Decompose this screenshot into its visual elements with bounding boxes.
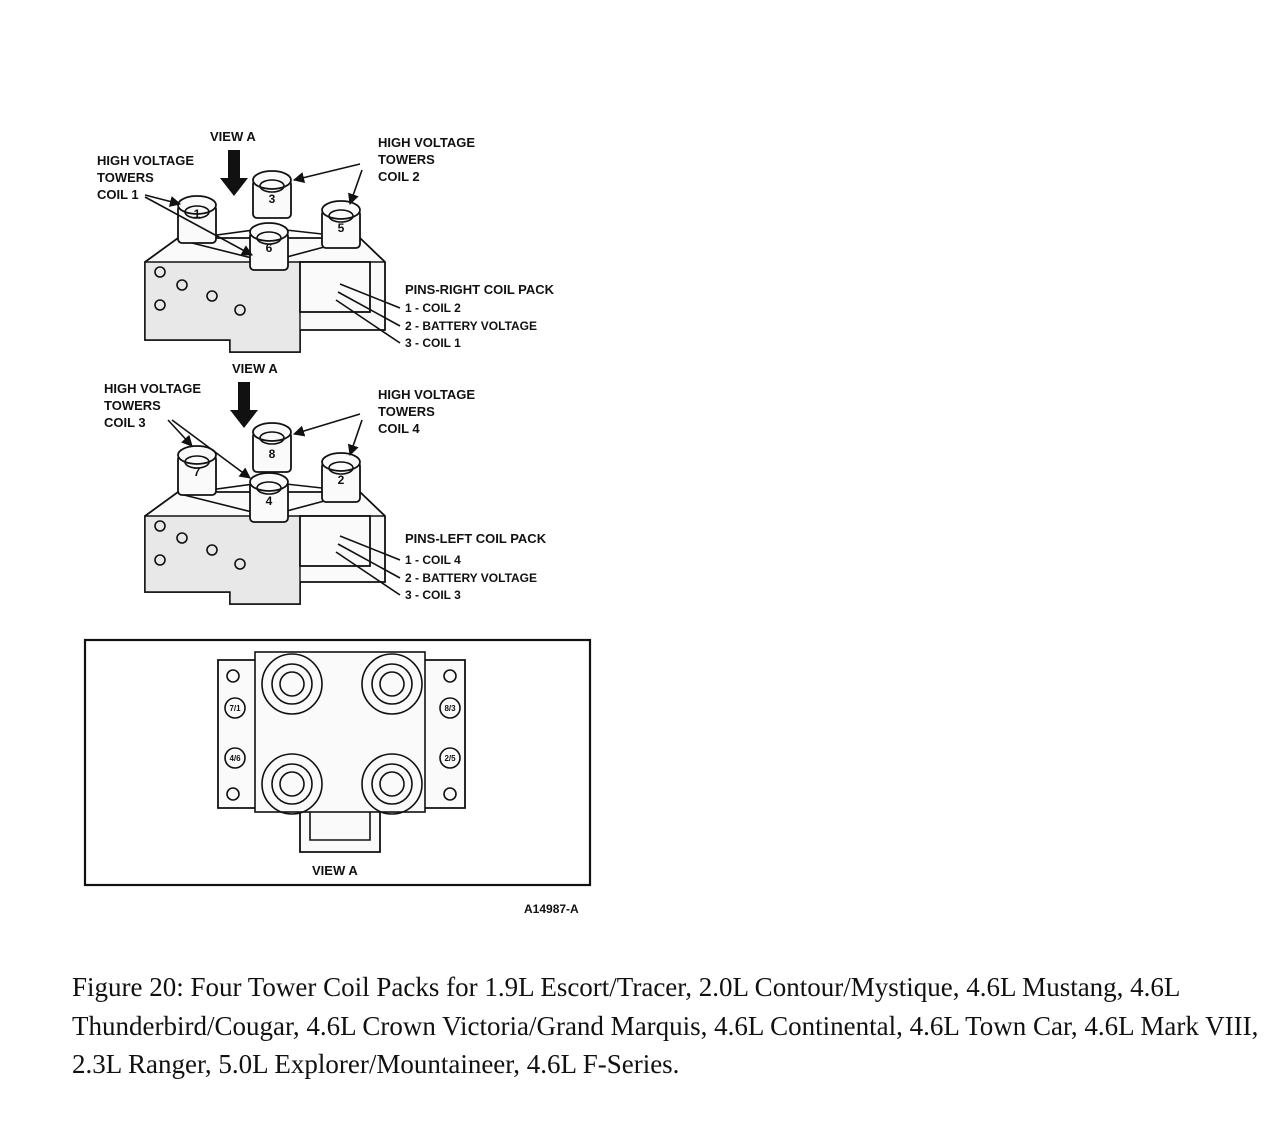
svg-text:3 - COIL 3: 3 - COIL 3 [405,588,461,602]
tower-4: 4 [249,472,289,523]
bottom-connector [299,515,371,567]
svg-text:HIGH VOLTAGE: HIGH VOLTAGE [378,387,475,402]
view-a-frame [83,638,592,887]
svg-text:4/6: 4/6 [229,754,241,763]
svg-text:HIGH VOLTAGE: HIGH VOLTAGE [378,135,475,150]
svg-text:COIL 3: COIL 3 [104,415,146,430]
svg-text:1 - COIL 4: 1 - COIL 4 [405,553,461,567]
tower-3: 3 [252,170,292,219]
figure-caption: Figure 20: Four Tower Coil Packs for 1.9… [72,972,1259,1079]
svg-text:8/3: 8/3 [444,704,456,713]
svg-text:TOWERS: TOWERS [97,170,154,185]
svg-text:TOWERS: TOWERS [378,152,435,167]
svg-text:7/1: 7/1 [229,704,241,713]
left-coil-pack-illustration: VIEW A HIGH VOLTAGE TOWERS COIL 3 HIGH V… [104,361,547,605]
svg-text:5: 5 [338,221,345,235]
svg-text:1 - COIL 2: 1 - COIL 2 [405,301,461,315]
svg-text:TOWERS: TOWERS [378,404,435,419]
svg-text:4: 4 [266,494,273,508]
bottom-pins-title: PINS-LEFT COIL PACK [405,531,547,546]
view-a-connector [299,808,381,853]
svg-text:HIGH VOLTAGE: HIGH VOLTAGE [97,153,194,168]
svg-text:2 - BATTERY VOLTAGE: 2 - BATTERY VOLTAGE [405,319,537,333]
figure-code: A14987-A [524,902,579,916]
svg-text:TOWERS: TOWERS [104,398,161,413]
tower-5: 5 [321,200,361,249]
svg-text:HIGH VOLTAGE: HIGH VOLTAGE [104,381,201,396]
svg-text:7: 7 [194,465,201,479]
svg-text:COIL 4: COIL 4 [378,421,420,436]
top-view-arrow [220,150,248,196]
svg-text:COIL 1: COIL 1 [97,187,139,202]
bottom-left-tower-label: HIGH VOLTAGE TOWERS COIL 3 [104,381,201,430]
tower-8: 8 [252,422,292,473]
tower-2: 2 [321,452,361,503]
top-pins-title: PINS-RIGHT COIL PACK [405,282,555,297]
svg-text:8: 8 [269,447,276,461]
svg-text:2/5: 2/5 [444,754,456,763]
right-coil-pack-illustration: VIEW A HIGH VOLTAGE TOWERS COIL 1 HIGH V… [97,129,555,353]
top-left-tower-label: HIGH VOLTAGE TOWERS COIL 1 [97,153,194,202]
svg-text:6: 6 [266,241,273,255]
view-a-top-down: 7/1 8/3 4/6 2/5 VIEW A [83,638,592,887]
bottom-view-a-label: VIEW A [232,361,278,376]
top-right-tower-label: HIGH VOLTAGE TOWERS COIL 2 [378,135,475,184]
svg-text:3 - COIL 1: 3 - COIL 1 [405,336,461,350]
tower-1: 1 [177,195,217,244]
view-a-tower-bores [261,653,423,815]
svg-text:3: 3 [269,192,276,206]
svg-text:1: 1 [194,207,201,221]
top-view-a-label: VIEW A [210,129,256,144]
view-a-label: VIEW A [312,863,358,878]
svg-text:COIL 2: COIL 2 [378,169,420,184]
svg-text:2: 2 [338,473,345,487]
bottom-view-arrow [230,382,258,428]
tower-6: 6 [249,222,289,271]
view-a-corner-labels: 7/1 8/3 4/6 2/5 [224,697,461,769]
svg-text:2 - BATTERY VOLTAGE: 2 - BATTERY VOLTAGE [405,571,537,585]
tower-7: 7 [177,445,217,496]
bottom-right-tower-label: HIGH VOLTAGE TOWERS COIL 4 [378,387,475,436]
